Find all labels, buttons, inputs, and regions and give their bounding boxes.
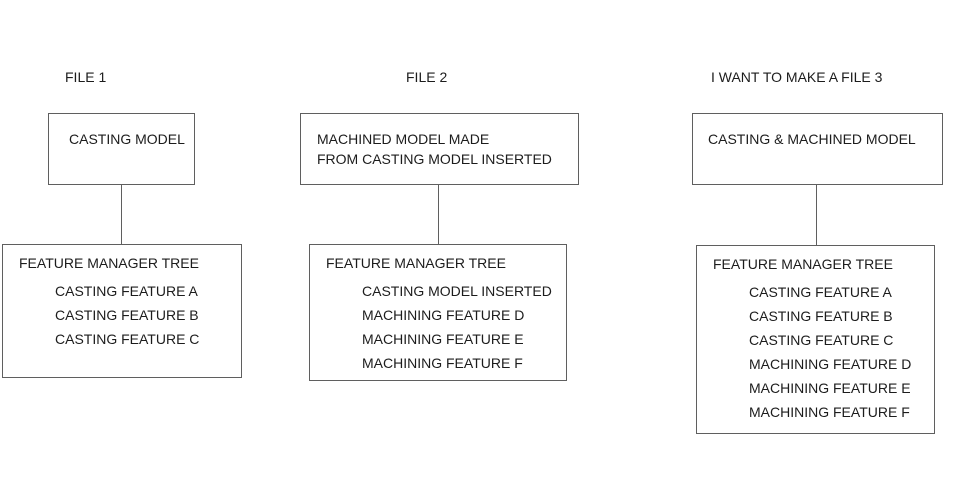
tree-item: CASTING FEATURE B <box>749 308 893 324</box>
connector-line-file2 <box>438 184 439 244</box>
connector-line-file1 <box>121 184 122 244</box>
tree-item: MACHINING FEATURE D <box>362 307 525 323</box>
model-box-file1: CASTING MODEL <box>48 113 195 185</box>
tree-item: MACHINING FEATURE E <box>362 331 524 347</box>
tree-item: CASTING FEATURE C <box>55 331 200 347</box>
column-title-file1: FILE 1 <box>65 69 107 85</box>
tree-item: CASTING FEATURE C <box>749 332 894 348</box>
connector-line-file3 <box>816 184 817 245</box>
column-title-file3: I WANT TO MAKE A FILE 3 <box>711 69 883 85</box>
tree-item: MACHINING FEATURE F <box>362 355 523 371</box>
model-box-label: FROM CASTING MODEL INSERTED <box>317 151 552 167</box>
tree-item: CASTING FEATURE A <box>749 284 892 300</box>
model-box-file2: MACHINED MODEL MADE FROM CASTING MODEL I… <box>300 113 579 185</box>
tree-box-file2: FEATURE MANAGER TREE CASTING MODEL INSER… <box>309 244 567 381</box>
tree-box-file3: FEATURE MANAGER TREE CASTING FEATURE A C… <box>696 245 935 434</box>
tree-item-list: CASTING FEATURE A CASTING FEATURE B CAST… <box>3 279 241 351</box>
tree-header: FEATURE MANAGER TREE <box>326 255 506 271</box>
model-box-file3: CASTING & MACHINED MODEL <box>692 113 943 185</box>
tree-box-file1: FEATURE MANAGER TREE CASTING FEATURE A C… <box>2 244 242 378</box>
tree-item: MACHINING FEATURE F <box>749 404 910 420</box>
tree-item-list: CASTING FEATURE A CASTING FEATURE B CAST… <box>697 280 934 424</box>
tree-item: MACHINING FEATURE E <box>749 380 911 396</box>
tree-header: FEATURE MANAGER TREE <box>19 255 199 271</box>
tree-item-list: CASTING MODEL INSERTED MACHINING FEATURE… <box>310 279 566 375</box>
tree-item: CASTING FEATURE A <box>55 283 198 299</box>
tree-item: CASTING FEATURE B <box>55 307 199 323</box>
tree-header: FEATURE MANAGER TREE <box>713 256 893 272</box>
model-box-label: MACHINED MODEL MADE <box>317 131 490 147</box>
column-title-file2: FILE 2 <box>406 69 448 85</box>
tree-item: CASTING MODEL INSERTED <box>362 283 552 299</box>
tree-item: MACHINING FEATURE D <box>749 356 912 372</box>
model-box-label: CASTING MODEL <box>69 131 185 147</box>
model-box-label: CASTING & MACHINED MODEL <box>708 131 916 147</box>
